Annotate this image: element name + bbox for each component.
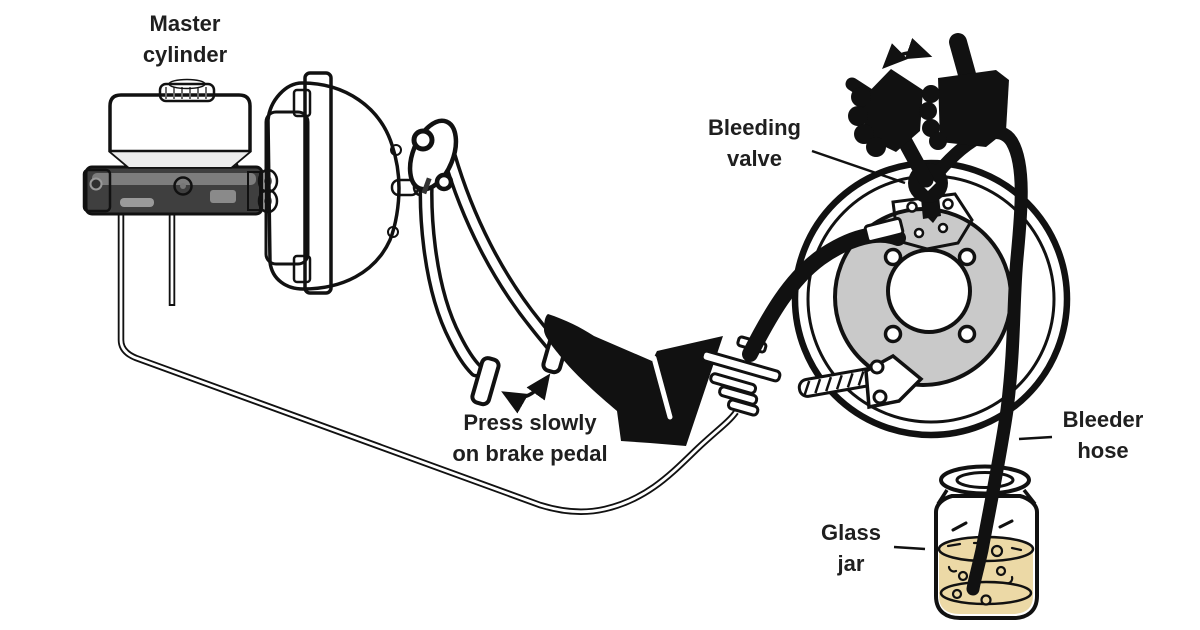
hose-inlet — [863, 217, 905, 243]
glass-jar — [934, 464, 1039, 620]
booster-mounting-plate — [303, 71, 333, 295]
label-line: Bleeding — [708, 115, 801, 140]
wrench-motion-arrow — [882, 37, 933, 69]
label-line: jar — [837, 551, 865, 576]
booster-coupling — [247, 171, 261, 211]
master-cylinder — [82, 78, 279, 216]
foot-pressing-pedal — [544, 314, 723, 446]
hands-turning-wrench — [848, 33, 1009, 157]
pedal-pad-released — [470, 356, 501, 407]
hose-fitting — [700, 335, 782, 417]
wheel-rim-outer — [791, 159, 1071, 439]
label-line: Bleeder — [1062, 407, 1144, 432]
bleeding-valve-leader — [811, 149, 906, 185]
pivot-hole — [411, 128, 435, 152]
master-cylinder-label: Master cylinder — [95, 8, 275, 70]
stud-bracket — [864, 353, 924, 410]
brake-booster — [264, 71, 428, 295]
lug-hole — [957, 247, 977, 267]
lug-hole — [883, 247, 903, 267]
glass-jar-leader — [893, 545, 926, 551]
left-hand — [848, 69, 923, 157]
label-line: Master — [149, 11, 221, 36]
brake-line — [117, 214, 739, 515]
label-line: Press slowly — [463, 410, 597, 435]
lug-hole — [957, 324, 977, 344]
label-line: on brake pedal — [452, 441, 608, 466]
leader-lines — [811, 149, 1053, 551]
fluid-reservoir — [108, 93, 252, 169]
pushrod-hole — [434, 172, 454, 192]
cylinder-end-plate — [82, 168, 112, 213]
lug-hole — [883, 324, 903, 344]
label-line: Glass — [821, 520, 881, 545]
bleeder-hose — [925, 125, 1028, 596]
label-line: hose — [1077, 438, 1129, 463]
brake-pedal-assembly — [407, 118, 572, 414]
label-line: cylinder — [142, 42, 228, 67]
shoe-pant-separation — [651, 355, 673, 420]
bleeder-hose-label: Bleeder hose — [1025, 404, 1181, 466]
glass-jar-label: Glass jar — [795, 517, 907, 579]
jar-mouth — [939, 464, 1031, 496]
bleeder-hose-leader — [1018, 435, 1053, 441]
bleeding-valve-label: Bleeding valve — [672, 112, 837, 174]
glass-reflection — [951, 519, 1014, 532]
right-hand — [919, 33, 1009, 150]
label-line: valve — [726, 146, 783, 171]
wheel-assembly — [791, 159, 1071, 439]
press-pedal-label: Press slowly on brake pedal — [415, 407, 645, 469]
reservoir-cap — [158, 78, 216, 103]
pedal-motion-arrow — [501, 373, 551, 414]
